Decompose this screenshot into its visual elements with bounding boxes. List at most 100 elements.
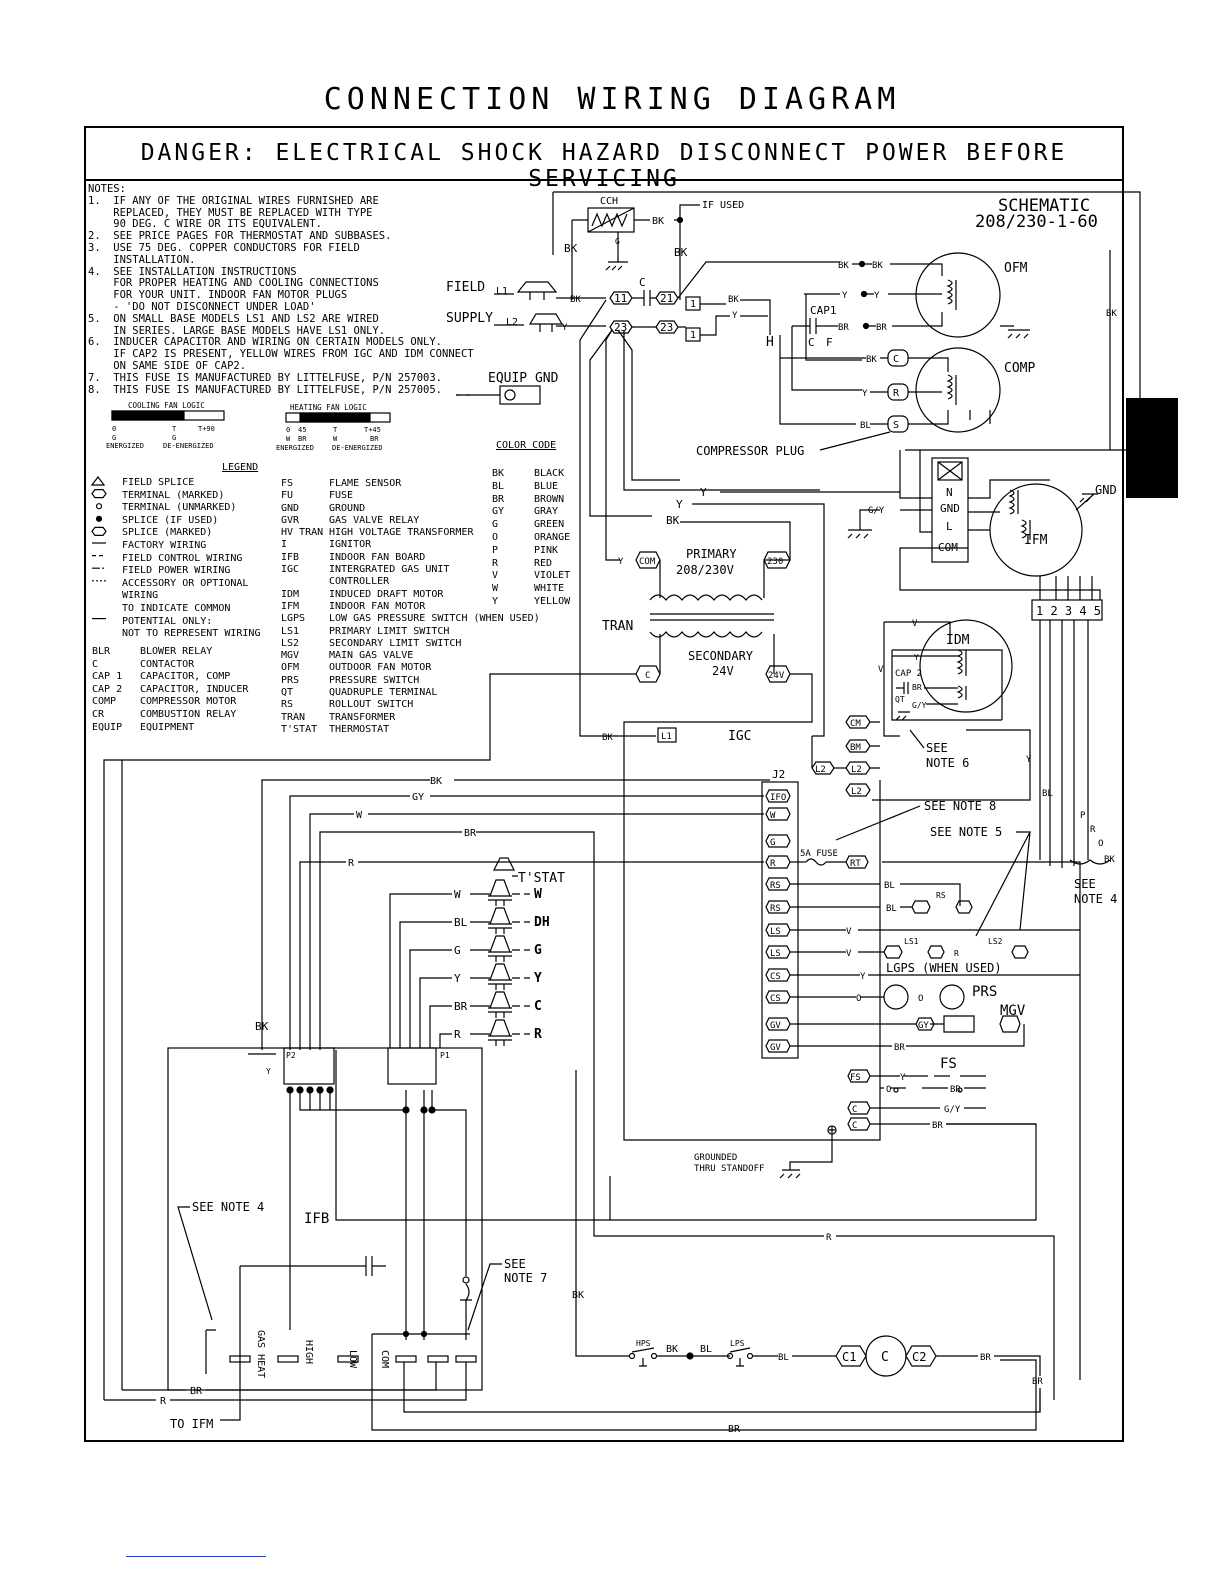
wire-label-bk: BK bbox=[602, 733, 613, 743]
legend-abbrev-meaning: THERMOSTAT bbox=[329, 723, 390, 735]
tstat-wire bbox=[409, 949, 490, 1048]
cap2-label: CAP 2 bbox=[895, 669, 922, 679]
wire-label-y: Y bbox=[700, 486, 707, 499]
legend-abbrev-code: COMP bbox=[92, 696, 117, 708]
legend-symbol-item: TERMINAL (MARKED) bbox=[122, 489, 225, 501]
fs-label: FS bbox=[940, 1056, 957, 1072]
cooling-tick-0: 0 bbox=[112, 425, 116, 433]
outdoor-fan-motor: OFM BK BK Y Y BR BR bbox=[838, 252, 1030, 339]
wire-label-br: BR bbox=[838, 323, 849, 333]
j2-terminal-label: CS bbox=[770, 972, 781, 982]
color-code-abbrev: G bbox=[492, 519, 499, 531]
tstat-terminal-label: R bbox=[534, 1027, 542, 1042]
note-line: 2. SEE PRICE PAGES FOR THERMOSTAT AND SU… bbox=[88, 230, 392, 243]
switch-contact bbox=[883, 984, 909, 1010]
heating-tick-2: T bbox=[333, 426, 338, 434]
color-code-abbrev: Y bbox=[492, 595, 499, 607]
page-title: CONNECTION WIRING DIAGRAM bbox=[323, 82, 901, 117]
legend-symbol-item: POTENTIAL ONLY: bbox=[122, 615, 213, 627]
color-code-name: GREEN bbox=[534, 519, 565, 531]
contactor-label: C bbox=[639, 276, 646, 289]
tran-terminal-c: C bbox=[645, 671, 650, 681]
cooling-state-1: G bbox=[172, 434, 176, 442]
legend-abbrev-code: CR bbox=[92, 708, 105, 720]
igc-component bbox=[847, 1117, 871, 1131]
tstat-wire-color: R bbox=[454, 1028, 461, 1041]
j2-terminal-label: CS bbox=[770, 994, 781, 1004]
igc-component bbox=[847, 1069, 871, 1083]
legend-abbrev-code: GVR bbox=[281, 514, 300, 526]
igc-component bbox=[911, 900, 931, 914]
ifb-label: IFB bbox=[304, 1211, 329, 1227]
igc-terminal-l2b: L2 bbox=[851, 765, 862, 775]
footer-rule bbox=[126, 1556, 266, 1557]
igc-label-g_y: G/Y bbox=[944, 1105, 961, 1115]
heating-tick-0: 0 bbox=[286, 426, 290, 434]
igc-label-lgps: LGPS (WHEN USED) bbox=[886, 961, 1002, 975]
legend-abbrev-meaning: CAPACITOR, INDUCER bbox=[140, 683, 249, 695]
fuse-rt-terminal bbox=[845, 855, 869, 869]
legend-abbrev-code: C bbox=[92, 658, 99, 670]
tstat-terminal-glyph bbox=[488, 1019, 530, 1046]
legend-abbrev-meaning: ROLLOUT SWITCH bbox=[329, 699, 414, 711]
section-tab bbox=[1126, 398, 1178, 498]
legend-abbrev-code: I bbox=[281, 539, 288, 551]
wire-label-y: Y bbox=[862, 389, 868, 399]
igc-label-fuse_5a: 5A FUSE bbox=[800, 849, 838, 859]
to-ifm-label: TO IFM bbox=[170, 1417, 213, 1431]
note-line: 3. USE 75 DEG. COPPER CONDUCTORS FOR FIE… bbox=[88, 241, 360, 254]
legend-abbrev-code: TRAN bbox=[281, 711, 306, 723]
ofm-label: OFM bbox=[1004, 261, 1028, 276]
indoor-fan-board: P2 P1 IFB SEE NOTE 4 SEE NOTE 7 TO IFM G… bbox=[104, 760, 1041, 1435]
wire-label-bk: BK bbox=[838, 261, 849, 271]
com-terminal-label: COM bbox=[379, 1350, 390, 1368]
wire-label-w: W bbox=[356, 810, 363, 821]
if-used-label: IF USED bbox=[702, 200, 744, 211]
wire-label-r: R bbox=[160, 1396, 167, 1407]
wire-label-bk: BK bbox=[666, 514, 680, 527]
notes-header: NOTES: bbox=[88, 183, 126, 195]
igc-label-y: Y bbox=[860, 972, 866, 982]
j2-terminal-label: RS bbox=[770, 904, 781, 914]
wire-label-br: BR bbox=[876, 323, 887, 333]
tstat-terminal-glyph bbox=[488, 935, 530, 962]
note-line: FOR YOUR UNIT. INDOOR FAN MOTOR PLUGS bbox=[88, 289, 348, 302]
legend-abbrev-meaning: INDOOR FAN BOARD bbox=[329, 551, 426, 563]
legend-abbrev-code: IFB bbox=[281, 551, 300, 563]
legend-symbol-item: TO INDICATE COMMON bbox=[122, 602, 231, 614]
note-line: 5. ON SMALL BASE MODELS LS1 AND LS2 ARE … bbox=[88, 312, 379, 325]
j2-terminal-label: W bbox=[770, 811, 776, 821]
igc-terminal-cm: CM bbox=[850, 719, 861, 729]
wire-label-y: Y bbox=[732, 311, 738, 321]
gas-heat-label: GAS HEAT bbox=[255, 1330, 266, 1378]
tstat-terminal-label: G bbox=[534, 943, 542, 958]
legend-abbrev-meaning: CONTACTOR bbox=[140, 658, 195, 670]
splice-if-used-glyph bbox=[95, 515, 103, 522]
wire-label-bk: BK bbox=[728, 295, 739, 305]
j2-terminal bbox=[765, 789, 791, 803]
legend-abbrev-meaning: PRIMARY LIMIT SWITCH bbox=[329, 625, 450, 637]
heating-state-0: W bbox=[286, 435, 291, 443]
tran-terminal-com: COM bbox=[639, 557, 656, 567]
legend-abbrev-code: FU bbox=[281, 490, 294, 502]
wire-label-y: Y bbox=[562, 323, 568, 333]
danger-banner: DANGER: ELECTRICAL SHOCK HAZARD DISCONNE… bbox=[140, 140, 1068, 192]
notes-block: NOTES: 1. IF ANY OF THE ORIGINAL WIRES F… bbox=[88, 183, 488, 396]
terminal-21: 21 bbox=[660, 292, 673, 305]
switch-contact bbox=[957, 1087, 963, 1093]
color-code-name: ORANGE bbox=[534, 531, 571, 543]
terminal-marked-glyph bbox=[91, 489, 107, 499]
f-label: F bbox=[826, 336, 833, 349]
wire-label-bk: BK bbox=[430, 776, 442, 787]
